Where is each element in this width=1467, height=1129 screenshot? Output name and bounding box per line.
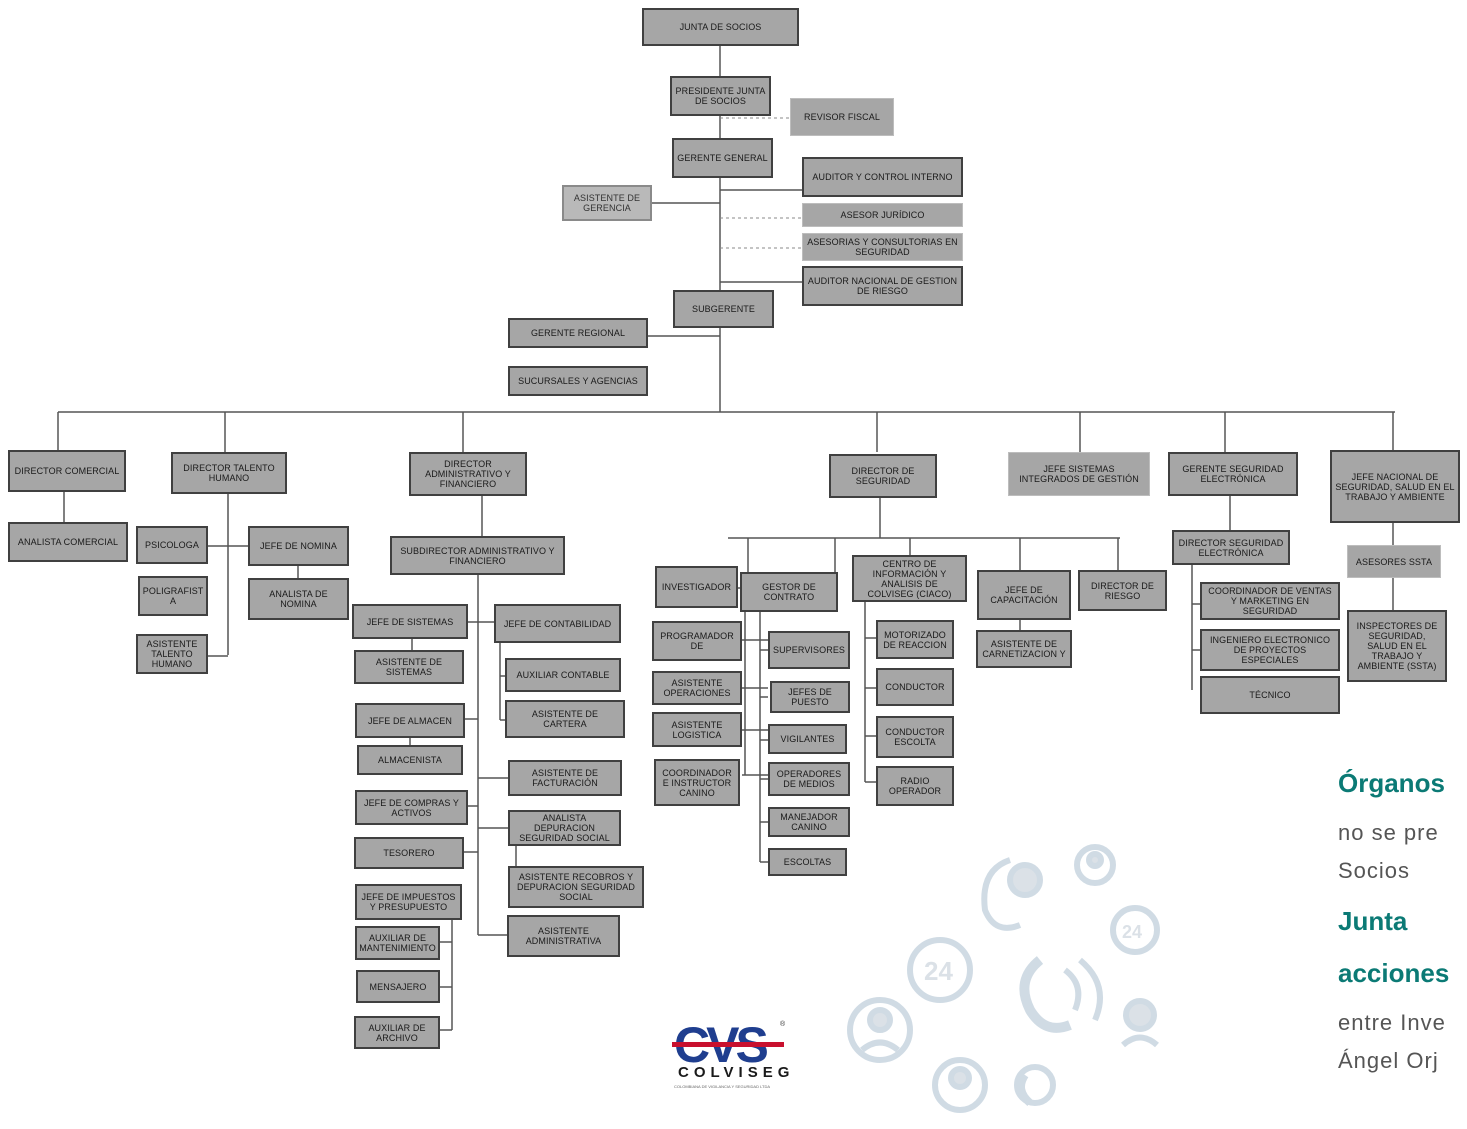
analista-comercial-box: ANALISTA COMERCIAL [8, 522, 128, 562]
asistente-operaciones-box: ASISTENTE OPERACIONES [652, 671, 742, 705]
gerente-seguridad-electronica-box: GERENTE SEGURIDAD ELECTRÓNICA [1168, 452, 1298, 496]
presidente-junta-box: PRESIDENTE JUNTA DE SOCIOS [670, 76, 771, 116]
coordinador-canino-box: COORDINADOR E INSTRUCTOR CANINO [654, 759, 740, 806]
asesorias-seguridad-box: ASESORIAS Y CONSULTORIAS EN SEGURIDAD [802, 233, 963, 261]
coordinador-ventas-box: COORDINADOR DE VENTAS Y MARKETING EN SEG… [1200, 582, 1340, 620]
jefe-nomina-box: JEFE DE NOMINA [248, 526, 349, 566]
gerente-general-box: GERENTE GENERAL [672, 138, 773, 178]
jefe-contabilidad-box: JEFE DE CONTABILIDAD [494, 604, 621, 643]
gerente-regional-box: GERENTE REGIONAL [508, 318, 648, 348]
inspectores-ssta-box: INSPECTORES DE SEGURIDAD, SALUD EN EL TR… [1347, 610, 1447, 682]
subdirector-administrativo-box: SUBDIRECTOR ADMINISTRATIVO Y FINANCIERO [390, 536, 565, 575]
svg-text:24: 24 [924, 956, 953, 986]
asistente-administrativa-box: ASISTENTE ADMINISTRATIVA [507, 915, 620, 957]
side-line-7: Ángel Orj [1338, 1048, 1439, 1073]
logo-wordmark: COLVISEG [678, 1064, 795, 1081]
asistente-gerencia-box: ASISTENTE DE GERENCIA [562, 185, 652, 221]
analista-nomina-box: ANALISTA DE NOMINA [248, 578, 349, 620]
radio-operador-box: RADIO OPERADOR [876, 766, 954, 806]
analista-depuracion-box: ANALISTA DEPURACION SEGURIDAD SOCIAL [508, 810, 621, 846]
jefe-compras-box: JEFE DE COMPRAS Y ACTIVOS [355, 790, 468, 825]
logo-red-stripe [672, 1042, 784, 1047]
subgerente-box: SUBGERENTE [673, 290, 774, 328]
director-seguridad-electronica-box: DIRECTOR SEGURIDAD ELECTRÓNICA [1172, 530, 1290, 565]
director-administrativo-box: DIRECTOR ADMINISTRATIVO Y FINANCIERO [409, 452, 527, 496]
asistente-carnetizacion-box: ASISTENTE DE CARNETIZACION Y [976, 630, 1072, 668]
support-icons-watermark: 24 24 [847, 844, 1160, 1113]
side-line-3: Socios [1338, 858, 1411, 883]
phone-icon [1014, 1064, 1056, 1107]
asistente-recobros-box: ASISTENTE RECOBROS Y DEPURACION SEGURIDA… [508, 866, 644, 908]
asistente-cartera-box: ASISTENTE DE CARTERA [505, 700, 625, 738]
auditor-control-interno-box: AUDITOR Y CONTROL INTERNO [802, 157, 963, 197]
poligrafista-box: POLIGRAFIST A [138, 576, 208, 616]
asistente-logistica-box: ASISTENTE LOGISTICA [652, 712, 742, 747]
jefes-puesto-box: JEFES DE PUESTO [770, 681, 850, 713]
headset-icon [847, 997, 913, 1063]
colviseg-logo: CVS ® COLVISEG COLOMBIANA DE VIGILANCIA … [672, 1018, 789, 1092]
user-support-icon [1121, 998, 1159, 1048]
tesorero-box: TESORERO [354, 837, 464, 869]
operadores-medios-box: OPERADORES DE MEDIOS [768, 762, 850, 796]
escoltas-box: ESCOLTAS [768, 848, 847, 876]
jefe-impuestos-box: JEFE DE IMPUESTOS Y PRESUPUESTO [355, 884, 462, 920]
programador-box: PROGRAMADOR DE [652, 621, 742, 661]
vigilantes-box: VIGILANTES [768, 724, 847, 754]
conductor-box: CONDUCTOR [876, 668, 954, 706]
user-support-icon [1074, 844, 1116, 886]
headset-icon [932, 1057, 988, 1113]
side-line-1: Órganos [1338, 768, 1445, 798]
asesor-juridico-box: ASESOR JURÍDICO [802, 203, 963, 227]
auxiliar-archivo-box: AUXILIAR DE ARCHIVO [354, 1016, 440, 1049]
auditor-nacional-riesgo-box: AUDITOR NACIONAL DE GESTION DE RIESGO [802, 266, 963, 306]
jefe-almacen-box: JEFE DE ALMACEN [355, 703, 465, 738]
supervisores-box: SUPERVISORES [768, 631, 850, 669]
centro-informacion-box: CENTRO DE INFORMACIÓN Y ANALISIS DE COLV… [852, 555, 967, 602]
motorizado-box: MOTORIZADO DE REACCION [876, 620, 954, 659]
director-talento-humano-box: DIRECTOR TALENTO HUMANO [171, 452, 287, 494]
asistente-facturacion-box: ASISTENTE DE FACTURACIÓN [508, 760, 622, 796]
24-hours-icon: 24 [1110, 905, 1160, 955]
conductor-escolta-box: CONDUCTOR ESCOLTA [876, 716, 954, 758]
director-riesgo-box: DIRECTOR DE RIESGO [1078, 570, 1167, 611]
gestor-contrato-box: GESTOR DE CONTRATO [740, 572, 838, 612]
investigador-box: INVESTIGADOR [655, 566, 738, 608]
director-seguridad-box: DIRECTOR DE SEGURIDAD [829, 454, 937, 498]
24-hours-icon: 24 [907, 937, 973, 1003]
junta-socios-box: JUNTA DE SOCIOS [642, 8, 799, 46]
phone-icon [1019, 956, 1103, 1033]
ingeniero-electronico-box: INGENIERO ELECTRONICO DE PROYECTOS ESPEC… [1200, 629, 1340, 671]
jefe-capacitacion-box: JEFE DE CAPACITACIÓN [977, 570, 1071, 620]
side-line-2: no se pre [1338, 820, 1439, 845]
asistente-talento-box: ASISTENTE TALENTO HUMANO [136, 634, 208, 674]
svg-text:24: 24 [1122, 922, 1142, 942]
asesores-ssta-box: ASESORES SSTA [1347, 545, 1441, 578]
registered-mark: ® [780, 1020, 786, 1028]
side-line-5: acciones [1338, 958, 1450, 988]
tecnico-box: TÉCNICO [1200, 676, 1340, 714]
psicologa-box: PSICOLOGA [136, 526, 208, 564]
jefe-nacional-ssta-box: JEFE NACIONAL DE SEGURIDAD, SALUD EN EL … [1330, 450, 1460, 523]
almacenista-box: ALMACENISTA [357, 745, 463, 775]
jefe-sistemas-integrados-box: JEFE SISTEMAS INTEGRADOS DE GESTIÓN [1008, 452, 1150, 496]
auxiliar-contable-box: AUXILIAR CONTABLE [505, 658, 621, 692]
auxiliar-mantenimiento-box: AUXILIAR DE MANTENIMIENTO [355, 926, 440, 960]
logo-tagline: COLOMBIANA DE VIGILANCIA Y SEGURIDAD LTD… [674, 1084, 771, 1089]
revisor-fiscal-box: REVISOR FISCAL [790, 98, 894, 136]
cvs-logo-mark: CVS ® [672, 1018, 786, 1066]
side-line-4: Junta [1338, 906, 1408, 936]
mensajero-box: MENSAJERO [356, 970, 440, 1003]
manejador-canino-box: MANEJADOR CANINO [768, 807, 850, 837]
jefe-sistemas-box: JEFE DE SISTEMAS [352, 604, 468, 639]
sucursales-agencias-box: SUCURSALES Y AGENCIAS [508, 366, 648, 396]
side-line-6: entre Inve [1338, 1010, 1446, 1035]
director-comercial-box: DIRECTOR COMERCIAL [8, 450, 126, 492]
chat-person-icon [981, 857, 1043, 931]
asistente-sistemas-box: ASISTENTE DE SISTEMAS [354, 650, 464, 684]
